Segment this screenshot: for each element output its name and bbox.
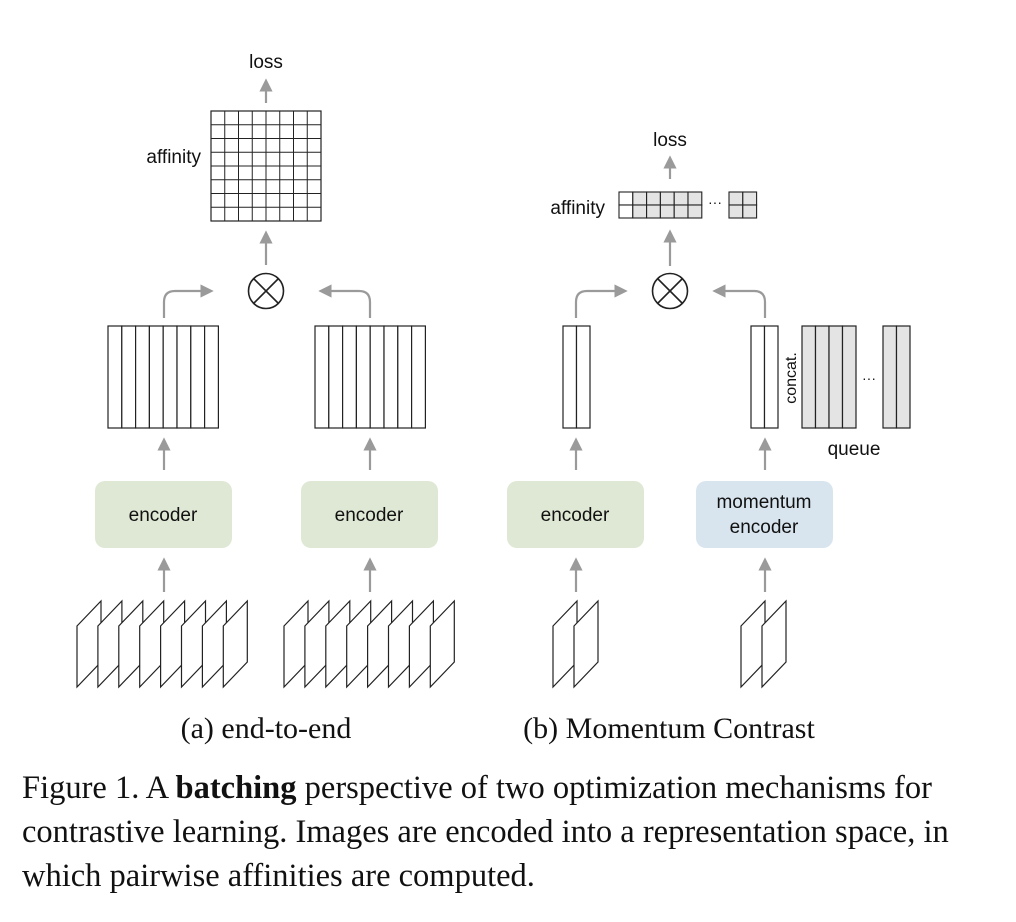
image-stack-right-a <box>283 599 455 689</box>
feature-column <box>162 325 178 429</box>
affinity-cell-bottom <box>659 204 675 219</box>
queue-label: queue <box>828 439 881 460</box>
affinity-tail-cell-top <box>742 191 758 206</box>
feature-column <box>397 325 413 429</box>
affinity-cell-bottom <box>646 204 661 219</box>
affinity-cell-top <box>673 191 689 206</box>
feature-column <box>135 325 151 429</box>
caption-rest: perspective of two optimization mechanis… <box>22 770 949 894</box>
affinity-cell-top <box>618 191 634 206</box>
feature-block-left-a <box>107 325 220 429</box>
affinity-tail-cell-top <box>728 191 744 206</box>
image-frame <box>761 599 787 689</box>
caption-bold-word: batching <box>175 770 297 806</box>
affinity-label-b: affinity <box>550 198 605 219</box>
image-stack-left-a <box>76 599 248 689</box>
end-to-end-panel: loss affinity encoder encoder (a) end-to <box>76 52 455 745</box>
queue-ellipsis: ··· <box>862 370 876 386</box>
image-frame <box>573 599 599 689</box>
arrow-left-to-multiply-b <box>574 284 628 318</box>
affinity-tail-cell-bottom <box>742 204 758 219</box>
queue-column <box>841 325 857 429</box>
moco-panel: loss affinity ··· concat. ··· queue enco… <box>507 130 911 745</box>
affinity-cell-bottom <box>632 204 648 219</box>
feature-column <box>176 325 192 429</box>
queue-column <box>828 325 844 429</box>
affinity-label-a: affinity <box>146 147 201 168</box>
multiply-icon <box>651 272 689 310</box>
affinity-cell-bottom <box>687 204 703 219</box>
feature-column <box>314 325 330 429</box>
caption-prefix: Figure 1. A <box>22 770 176 806</box>
affinity-ellipsis: ··· <box>708 194 722 210</box>
image-frame <box>222 599 248 689</box>
feature-column <box>107 325 123 429</box>
queue-block <box>801 325 857 429</box>
encoder-box-b: encoder <box>507 481 644 548</box>
queue-tail-column <box>882 325 898 429</box>
affinity-cell-top <box>687 191 703 206</box>
affinity-cell-bottom <box>673 204 689 219</box>
feature-column <box>121 325 137 429</box>
arrow-left-to-multiply-a <box>162 284 214 318</box>
feature-column <box>369 325 385 429</box>
figure-caption: Figure 1. A batching perspective of two … <box>22 766 997 898</box>
encoder-label-right-a: encoder <box>335 505 404 526</box>
affinity-cell-top <box>659 191 675 206</box>
key-column <box>763 325 779 429</box>
feature-column <box>411 325 427 429</box>
feature-column <box>355 325 371 429</box>
loss-label-a: loss <box>249 52 283 73</box>
affinity-cell-bottom <box>618 204 634 219</box>
query-feature-block <box>562 325 591 429</box>
momentum-encoder-label-2: encoder <box>730 517 799 538</box>
queue-column <box>801 325 817 429</box>
queue-tail-block <box>882 325 911 429</box>
encoder-label-b: encoder <box>541 505 610 526</box>
loss-label-b: loss <box>653 130 687 151</box>
encoder-box-right-a: encoder <box>301 481 438 548</box>
affinity-cell-top <box>646 191 661 206</box>
concat-label: concat. <box>783 352 800 404</box>
image-stack-key <box>740 599 787 689</box>
encoder-label-left-a: encoder <box>129 505 198 526</box>
multiply-icon <box>247 272 285 310</box>
arrow-right-to-multiply-a <box>318 284 372 318</box>
image-frame <box>429 599 455 689</box>
affinity-cell-top <box>632 191 648 206</box>
subtitle-moco: (b) Momentum Contrast <box>523 712 815 745</box>
feature-block-right-a <box>314 325 427 429</box>
affinity-row-b <box>618 191 703 219</box>
feature-column <box>383 325 399 429</box>
feature-column <box>190 325 206 429</box>
image-stack-query <box>552 599 599 689</box>
key-column <box>750 325 766 429</box>
momentum-encoder-box: momentum encoder <box>696 481 833 548</box>
queue-column <box>814 325 830 429</box>
query-column <box>562 325 578 429</box>
feature-column <box>328 325 344 429</box>
feature-column <box>148 325 164 429</box>
affinity-matrix-a <box>210 110 322 222</box>
arrow-right-to-multiply-b <box>712 284 767 318</box>
query-column <box>575 325 591 429</box>
affinity-tail-cell-bottom <box>728 204 744 219</box>
subtitle-end-to-end: (a) end-to-end <box>181 712 352 745</box>
feature-column <box>204 325 220 429</box>
feature-column <box>342 325 358 429</box>
encoder-box-left-a: encoder <box>95 481 232 548</box>
momentum-encoder-label-1: momentum <box>716 492 811 513</box>
queue-tail-column <box>895 325 911 429</box>
key-feature-block <box>750 325 779 429</box>
affinity-row-tail-b <box>728 191 758 219</box>
